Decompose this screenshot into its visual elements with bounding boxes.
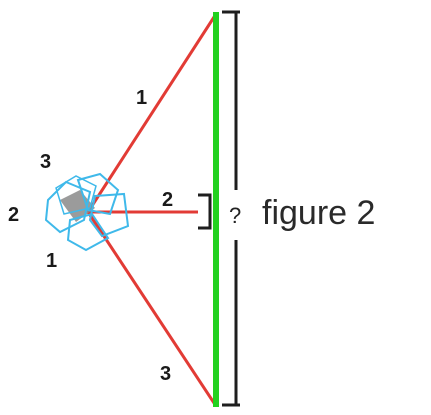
- eye-outline-inner: [55, 175, 97, 215]
- eye-outline-bottom: [66, 212, 110, 252]
- ray-top: [86, 13, 218, 213]
- sight-rays: [86, 13, 218, 407]
- eye-left-label: 2: [8, 204, 20, 226]
- figure-caption: figure 2: [262, 194, 376, 232]
- eye-outline-top: [76, 172, 120, 216]
- size-bracket: [222, 10, 240, 407]
- ray-bottom-label: 3: [160, 363, 172, 385]
- ray-bottom: [86, 211, 218, 407]
- eye-top-label: 3: [40, 151, 52, 173]
- eye-bottom-label: 1: [46, 250, 58, 272]
- middle-bracket-mark: [198, 193, 212, 230]
- eye-cluster-icon: [44, 172, 130, 252]
- ray-middle-label: 2: [162, 189, 174, 211]
- eye-outline-right: [88, 192, 130, 238]
- size-question-mark: ?: [229, 203, 242, 228]
- ray-top-label: 1: [136, 87, 148, 109]
